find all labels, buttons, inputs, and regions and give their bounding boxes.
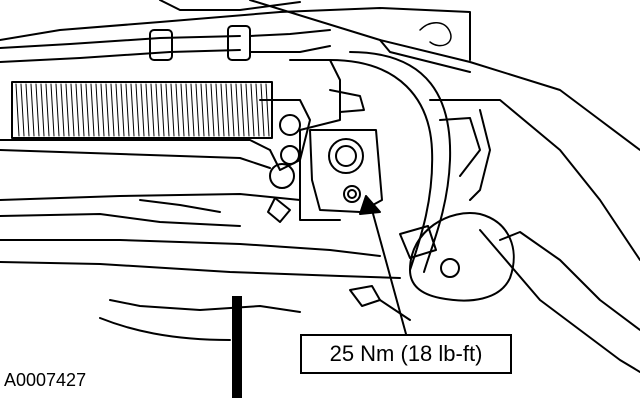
radiator-fin bbox=[20, 83, 25, 137]
radiator-fin bbox=[210, 83, 215, 137]
radiator-fin bbox=[180, 83, 185, 137]
radiator-fin bbox=[115, 83, 120, 137]
heater-hose bbox=[329, 51, 452, 273]
radiator-fin bbox=[205, 83, 210, 137]
radiator-fin bbox=[145, 83, 150, 137]
radiator-fin bbox=[170, 83, 175, 137]
radiator-support bbox=[0, 139, 401, 279]
radiator-fin bbox=[100, 83, 105, 137]
radiator-fin bbox=[30, 83, 35, 137]
torque-callout: 25 Nm (18 lb-ft) bbox=[300, 334, 512, 374]
radiator-fin bbox=[235, 83, 240, 137]
radiator-fin bbox=[245, 83, 250, 137]
radiator-fin bbox=[165, 83, 170, 137]
fan-motor bbox=[409, 109, 515, 302]
radiator-fin bbox=[105, 83, 110, 137]
radiator-fin bbox=[190, 83, 195, 137]
radiator-fin bbox=[110, 83, 115, 137]
radiator-fin bbox=[160, 83, 165, 137]
radiator-fin bbox=[250, 83, 255, 137]
cowl-panel bbox=[0, 0, 640, 151]
radiator-fin bbox=[80, 83, 85, 137]
figure-id: A0007427 bbox=[4, 370, 87, 390]
radiator-fin bbox=[220, 83, 225, 137]
fender-apron bbox=[429, 99, 640, 373]
radiator-fin bbox=[135, 83, 140, 137]
radiator-fin bbox=[60, 83, 65, 137]
radiator-fin bbox=[40, 83, 45, 137]
radiator-fin bbox=[70, 83, 75, 137]
radiator-fin bbox=[255, 83, 260, 137]
radiator-fin bbox=[35, 83, 40, 137]
radiator-fin bbox=[150, 83, 155, 137]
radiator-fin bbox=[15, 83, 20, 137]
radiator-fin bbox=[120, 83, 125, 137]
radiator-fin bbox=[125, 83, 130, 137]
radiator-fin bbox=[225, 83, 230, 137]
radiator-fin bbox=[265, 83, 270, 137]
torque-leader-arrow bbox=[359, 195, 407, 335]
radiator-fin bbox=[95, 83, 100, 137]
radiator-fin bbox=[185, 83, 190, 137]
radiator-fin bbox=[45, 83, 50, 137]
radiator-fin bbox=[75, 83, 80, 137]
radiator-fin bbox=[155, 83, 160, 137]
lower-crossmember bbox=[99, 285, 411, 341]
radiator-core bbox=[11, 81, 273, 139]
radiator-fin bbox=[195, 83, 200, 137]
radiator-fin bbox=[85, 83, 90, 137]
radiator-fin bbox=[200, 83, 205, 137]
radiator-fin bbox=[130, 83, 135, 137]
radiator-fin bbox=[240, 83, 245, 137]
radiator-fin bbox=[90, 83, 95, 137]
radiator-fin bbox=[50, 83, 55, 137]
radiator-fin bbox=[65, 83, 70, 137]
radiator-fin bbox=[55, 83, 60, 137]
radiator-fin bbox=[140, 83, 145, 137]
torque-label: 25 Nm (18 lb-ft) bbox=[329, 341, 483, 366]
radiator-fin bbox=[230, 83, 235, 137]
radiator-fin bbox=[25, 83, 30, 137]
vertical-rod bbox=[232, 296, 242, 398]
radiator-fin bbox=[215, 83, 220, 137]
radiator-fin bbox=[175, 83, 180, 137]
radiator-fin bbox=[260, 83, 265, 137]
upper-hose bbox=[0, 25, 331, 63]
